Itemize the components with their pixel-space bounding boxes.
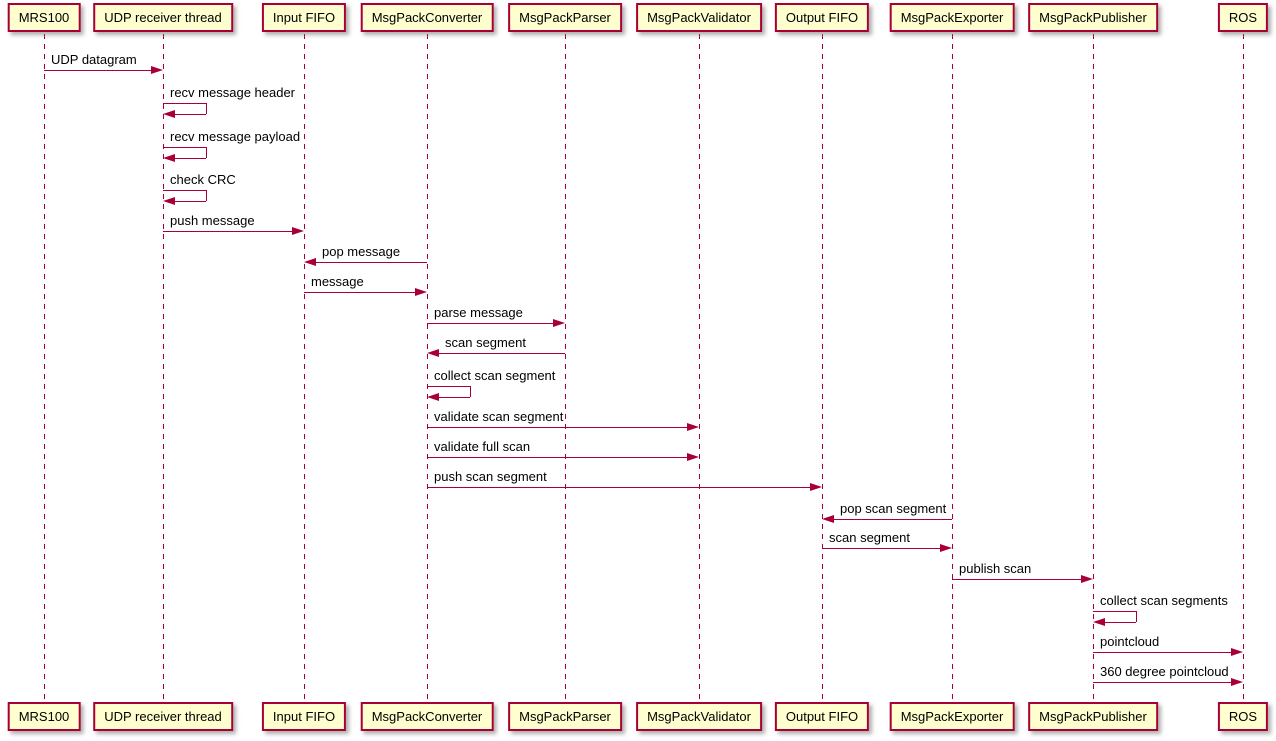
message-label: parse message <box>434 305 523 320</box>
message-label: check CRC <box>170 172 236 187</box>
lifeline-ros <box>1242 34 1244 702</box>
message-line <box>1103 622 1136 623</box>
message-label: validate full scan <box>434 439 531 454</box>
message-label: UDP datagram <box>51 52 137 67</box>
participant-msgpackconverter: MsgPackConverter <box>360 3 494 32</box>
participant-output-fifo-footer: Output FIFO <box>774 702 870 731</box>
message-line <box>427 386 470 387</box>
message-arrowhead <box>1093 618 1105 626</box>
participant-msgpackvalidator: MsgPackValidator <box>636 3 762 32</box>
message-arrowhead <box>163 110 175 118</box>
message-label: 360 degree pointcloud <box>1100 664 1229 679</box>
message-line <box>427 427 689 428</box>
message-line <box>163 147 206 148</box>
message-line <box>437 397 470 398</box>
message-arrowhead <box>940 544 952 552</box>
message-label: recv message header <box>170 85 296 100</box>
message-label: validate scan segment <box>434 409 564 424</box>
message-line <box>1093 652 1233 653</box>
message-line <box>427 457 689 458</box>
message-label: pop scan segment <box>840 501 947 516</box>
message-label: pointcloud <box>1100 634 1160 649</box>
participant-udp-receiver-thread-footer: UDP receiver thread <box>93 702 233 731</box>
message-arrowhead <box>292 227 304 235</box>
message-line <box>470 386 471 397</box>
message-label: push scan segment <box>434 469 547 484</box>
participant-mrs100: MRS100 <box>7 3 81 32</box>
message-arrowhead <box>1231 648 1243 656</box>
message-label: pop message <box>322 244 401 259</box>
lifeline-input-fifo <box>303 34 305 702</box>
message-arrowhead <box>427 349 439 357</box>
participant-msgpackvalidator-footer: MsgPackValidator <box>636 702 762 731</box>
message-arrowhead <box>687 453 699 461</box>
participant-msgpackconverter-footer: MsgPackConverter <box>360 702 494 731</box>
message-label: message <box>311 274 364 289</box>
lifeline-msgpackconverter <box>426 34 428 702</box>
message-line <box>163 231 294 232</box>
participant-mrs100-footer: MRS100 <box>7 702 81 731</box>
message-arrowhead <box>427 393 439 401</box>
lifeline-msgpackvalidator <box>698 34 700 702</box>
lifeline-udp-receiver-thread <box>162 34 164 702</box>
message-arrowhead <box>1231 678 1243 686</box>
message-line <box>173 158 206 159</box>
message-arrowhead <box>415 288 427 296</box>
message-arrowhead <box>163 197 175 205</box>
participant-msgpackparser-footer: MsgPackParser <box>508 702 622 731</box>
message-line <box>1093 611 1136 612</box>
participant-msgpackpublisher: MsgPackPublisher <box>1028 3 1158 32</box>
message-arrowhead <box>810 483 822 491</box>
message-line <box>173 114 206 115</box>
lifeline-mrs100 <box>43 34 45 702</box>
message-line <box>427 487 812 488</box>
participant-output-fifo: Output FIFO <box>774 3 870 32</box>
participant-ros-footer: ROS <box>1217 702 1269 731</box>
message-line <box>173 201 206 202</box>
message-line <box>44 70 153 71</box>
message-arrowhead <box>687 423 699 431</box>
participant-input-fifo: Input FIFO <box>261 3 347 32</box>
message-label: collect scan segment <box>434 368 556 383</box>
participant-msgpackexporter-footer: MsgPackExporter <box>889 702 1015 731</box>
message-arrowhead <box>822 515 834 523</box>
message-line <box>206 190 207 201</box>
message-arrowhead <box>163 154 175 162</box>
message-line <box>427 323 555 324</box>
participant-msgpackpublisher-footer: MsgPackPublisher <box>1028 702 1158 731</box>
message-arrowhead <box>151 66 163 74</box>
message-line <box>304 292 417 293</box>
message-arrowhead <box>1081 575 1093 583</box>
message-line <box>163 190 206 191</box>
participant-msgpackparser: MsgPackParser <box>508 3 622 32</box>
message-label: push message <box>170 213 255 228</box>
message-line <box>1136 611 1137 622</box>
lifeline-msgpackparser <box>564 34 566 702</box>
message-label: recv message payload <box>170 129 301 144</box>
lifeline-msgpackexporter <box>951 34 953 702</box>
message-line <box>163 103 206 104</box>
message-label: scan segment <box>445 335 526 350</box>
lifeline-msgpackpublisher <box>1092 34 1094 702</box>
participant-msgpackexporter: MsgPackExporter <box>889 3 1015 32</box>
participant-ros: ROS <box>1217 3 1269 32</box>
message-arrowhead <box>304 258 316 266</box>
lifeline-output-fifo <box>821 34 823 702</box>
message-label: collect scan segments <box>1100 593 1228 608</box>
message-line <box>952 579 1083 580</box>
message-label: publish scan <box>959 561 1032 576</box>
message-line <box>832 519 952 520</box>
message-line <box>314 262 427 263</box>
message-line <box>822 548 942 549</box>
message-arrowhead <box>553 319 565 327</box>
message-line <box>206 147 207 158</box>
participant-input-fifo-footer: Input FIFO <box>261 702 347 731</box>
message-line <box>206 103 207 114</box>
message-line <box>1093 682 1233 683</box>
message-line <box>437 353 565 354</box>
message-label: scan segment <box>829 530 910 545</box>
participant-udp-receiver-thread: UDP receiver thread <box>93 3 233 32</box>
